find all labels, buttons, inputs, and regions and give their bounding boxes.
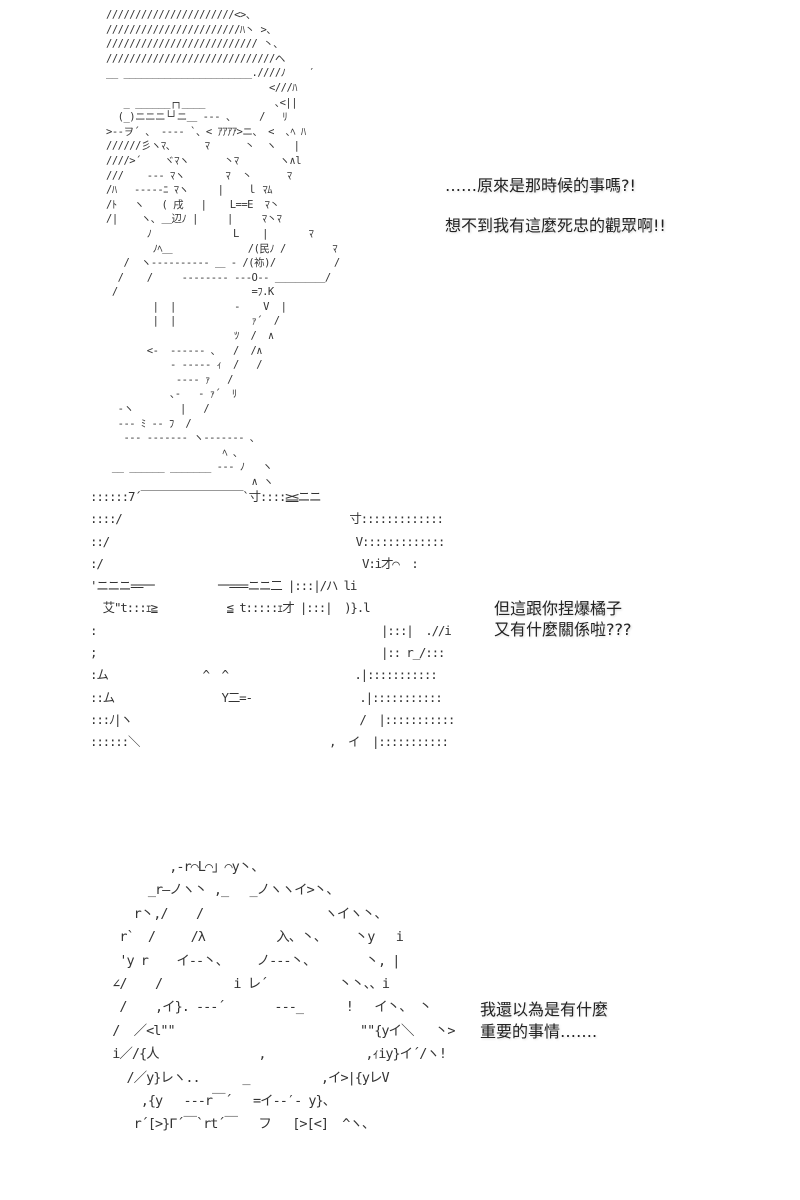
dialogue-line: ……原來是那時候的事嗎?! xyxy=(445,176,636,195)
dialogue-line: 想不到我有這麼死忠的觀眾啊!! xyxy=(445,216,666,235)
dialogue-box: ……原來是那時候的事嗎?! 想不到我有這麼死忠的觀眾啊!! xyxy=(445,177,666,235)
dialogue-line: 又有什麼關係啦??? xyxy=(494,620,632,639)
dialogue-box: 但這跟你捏爆橘子 又有什麼關係啦??? xyxy=(494,598,631,640)
dialogue-box: 我還以為是有什麼 重要的事情……. xyxy=(480,999,608,1043)
dialogue-line: 我還以為是有什麼 xyxy=(480,1000,609,1019)
ascii-art-character-closeup-face: ::::::7´￣￣￣￣￣￣￣￣￣`寸::::≧≦ニニ ::::/ 寸:::::… xyxy=(90,489,455,750)
ascii-art-character-spiky-hair-face: ,-r⌒L⌒」⌒y丶、 _r―ノヽ丶 ,_ _ノヽヽイ>丶、 r丶,/ / ヽイ… xyxy=(112,859,455,1133)
dialogue-line: 重要的事情……. xyxy=(480,1022,598,1041)
panel-2: ::::::7´￣￣￣￣￣￣￣￣￣`寸::::≧≦ニニ ::::/ 寸:::::… xyxy=(0,450,800,820)
ascii-art-character-hat-goggles: //////////////////////<>、 //////////////… xyxy=(106,9,340,488)
panel-1: //////////////////////<>、 //////////////… xyxy=(0,0,800,488)
dialogue-line: 但這跟你捏爆橘子 xyxy=(494,599,623,618)
panel-3: ,-r⌒L⌒」⌒y丶、 _r―ノヽ丶 ,_ _ノヽヽイ>丶、 r丶,/ / ヽイ… xyxy=(0,820,800,1200)
